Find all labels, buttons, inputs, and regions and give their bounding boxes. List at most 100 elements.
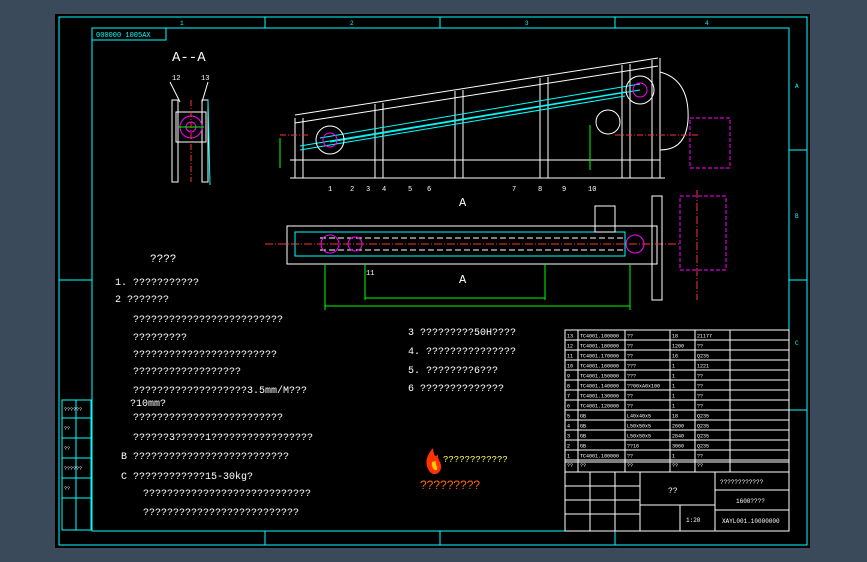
parts-cell: 7 (567, 394, 570, 400)
note-line-1: 1. ??????????? (115, 278, 199, 289)
border-letter-right-c: C (795, 340, 799, 347)
parts-cell: GB (580, 424, 586, 430)
border-number-top-4: 4 (705, 20, 709, 27)
parts-cell: L50x50x5 (627, 434, 651, 440)
callout-9: 9 (562, 186, 566, 194)
section-label-12: 12 (172, 75, 180, 83)
parts-cell: ?? (627, 454, 633, 460)
title-block-name: ?? (668, 487, 678, 496)
callout-8: 8 (538, 186, 542, 194)
parts-cell: GB (580, 444, 586, 450)
parts-header-cell: ?? (580, 463, 586, 469)
parts-cell: ??? (627, 374, 636, 380)
parts-cell: ??00xA0x100 (627, 384, 660, 390)
parts-cell: 2840 (672, 434, 684, 440)
outer-frame (58, 16, 808, 546)
parts-cell: 5 (567, 414, 570, 420)
border-letter-right-b: B (795, 213, 799, 220)
note-line-13: ???????????????????????????? (143, 489, 311, 500)
parts-cell: ?? (697, 384, 703, 390)
parts-cell: Q235 (697, 414, 709, 420)
note-right-3: 5. ????????6??? (408, 366, 498, 377)
note-line-10: ??????3?????1????????????????? (133, 433, 313, 444)
parts-cell: TC4001.130000 (580, 394, 619, 400)
parts-cell: 1 (672, 374, 675, 380)
parts-cell: 4 (567, 424, 570, 430)
parts-cell: ?? (697, 374, 703, 380)
parts-cell: L50x50x5 (627, 424, 651, 430)
parts-cell: 6 (567, 404, 570, 410)
parts-cell: GB (580, 434, 586, 440)
plan-view (265, 190, 727, 310)
callout-5: 5 (408, 186, 412, 194)
note-line-6: ?????????????????? (133, 367, 241, 378)
section-title: A--A (172, 50, 206, 66)
parts-cell: TC4001.100000 (580, 454, 619, 460)
parts-cell: 3 (567, 434, 570, 440)
brand-flame-icon (426, 448, 442, 475)
parts-cell: ?? (627, 344, 633, 350)
parts-cell: 1221 (697, 364, 709, 370)
notes-heading: ???? (150, 254, 176, 266)
parts-cell: 18 (672, 414, 678, 420)
section-view (169, 81, 211, 186)
section-label-13: 13 (201, 75, 209, 83)
border-number-top-1: 1 (180, 20, 184, 27)
parts-cell: 13 (567, 334, 573, 340)
title-block-code: 000000 1005AX (96, 32, 151, 40)
parts-cell: 1 (672, 384, 675, 390)
elevation-view (279, 57, 731, 179)
parts-cell: 2600 (672, 424, 684, 430)
parts-cell: 8 (567, 384, 570, 390)
border-letter-right-a: A (795, 83, 799, 90)
section-marker-top: A (459, 196, 467, 210)
callout-6: 6 (427, 186, 431, 194)
left-strip-2: ?? (64, 426, 70, 432)
parts-cell: TC4001.180000 (580, 344, 619, 350)
parts-cell: TC4001.150000 (580, 374, 619, 380)
parts-cell: GB (580, 414, 586, 420)
callout-1: 1 (328, 186, 332, 194)
parts-cell: 3060 (672, 444, 684, 450)
parts-header-cell: ?? (697, 463, 703, 469)
parts-cell: 1 (567, 454, 570, 460)
callout-3: 3 (366, 186, 370, 194)
parts-cell: ?? (697, 404, 703, 410)
note-right-1: 3 ?????????50H???? (408, 328, 516, 339)
code-box (91, 27, 167, 41)
left-strip-1: ?????? (64, 407, 82, 413)
parts-cell: 1 (672, 404, 675, 410)
parts-cell: ??? (627, 364, 636, 370)
parts-header-cell: ?? (627, 463, 633, 469)
note-line-2: 2 ??????? (115, 295, 169, 306)
callout-10: 10 (588, 186, 596, 194)
parts-cell: 10 (567, 364, 573, 370)
left-strip-table: ?????? ?? ?? ?????? ?? (61, 399, 92, 531)
parts-cell: Q235 (697, 444, 709, 450)
parts-cell: Q235 (697, 354, 709, 360)
parts-cell: 9 (567, 374, 570, 380)
parts-cell: ?? (697, 394, 703, 400)
note-line-14: ?????????????????????????? (143, 508, 299, 519)
note-line-3: ????????????????????????? (133, 315, 283, 326)
parts-cell: 1 (672, 454, 675, 460)
note-line-12: C ????????????15-30kg? (121, 471, 253, 483)
section-marker-bottom: A (459, 273, 467, 287)
note-line-8: ?10mm? (130, 399, 166, 410)
note-line-5: ???????????????????????? (133, 350, 277, 361)
title-block-drawing-title: ???????????? (720, 479, 764, 486)
parts-cell: TC4001.170000 (580, 354, 619, 360)
callout-4: 4 (382, 186, 386, 194)
callout-11: 11 (366, 270, 374, 278)
parts-cell: 21177 (697, 334, 712, 340)
parts-cell: TC4001.140000 (580, 384, 619, 390)
parts-cell: ??16 (627, 444, 639, 450)
parts-cell: ?? (697, 344, 703, 350)
parts-cell: TC4001.160000 (580, 364, 619, 370)
parts-cell: ?? (627, 334, 633, 340)
parts-cell: ?? (697, 454, 703, 460)
parts-cell: 2 (567, 444, 570, 450)
title-block (564, 471, 790, 532)
